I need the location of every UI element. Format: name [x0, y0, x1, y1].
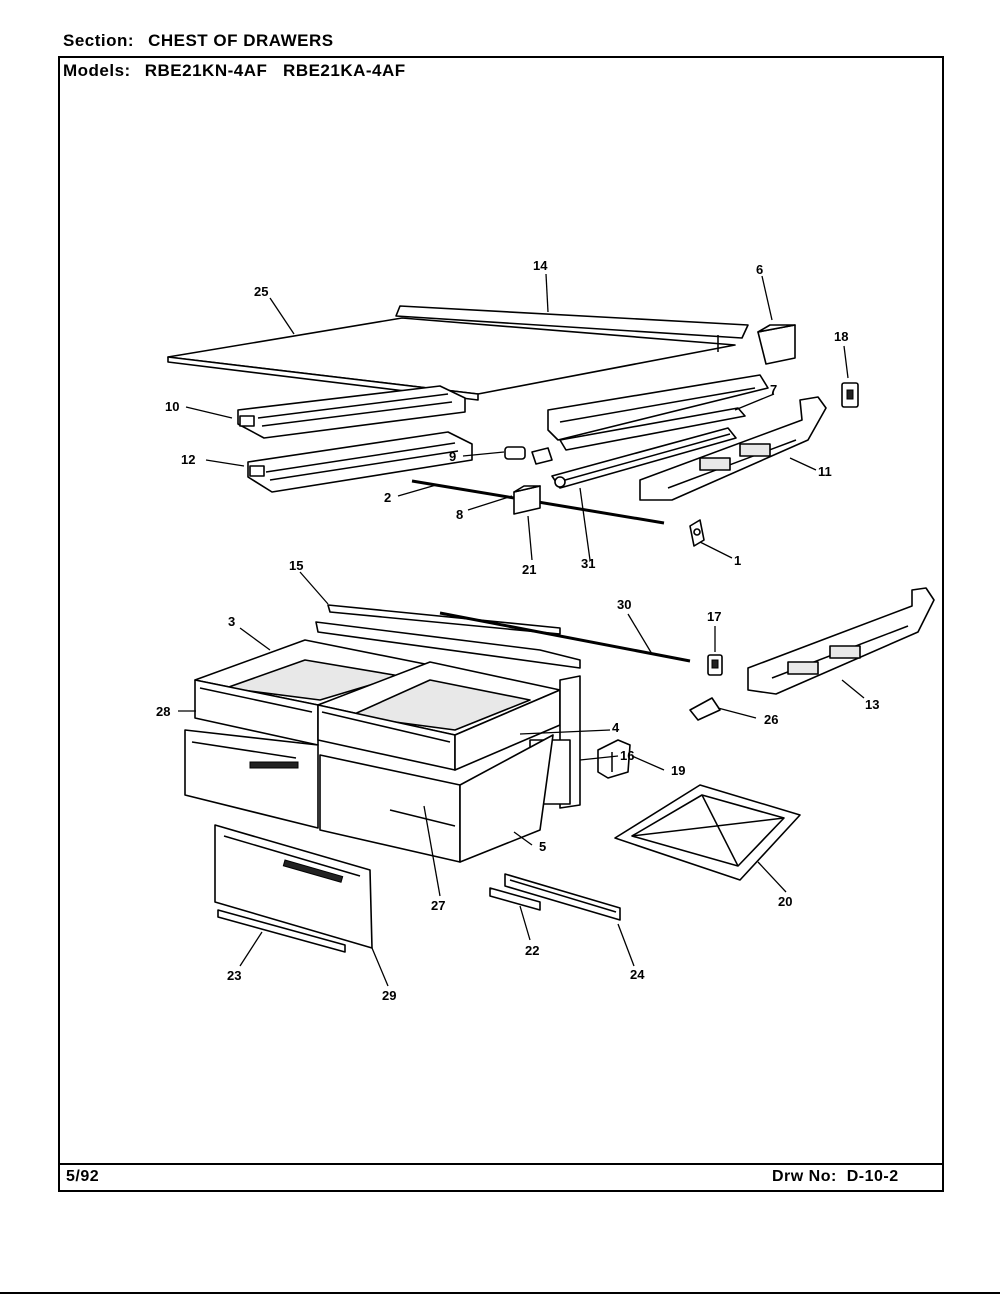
- callout-8: 8: [456, 507, 463, 522]
- part-13-lower-support: [747, 587, 935, 695]
- part-1-clip: [689, 519, 705, 547]
- callout-9: 9: [449, 449, 456, 464]
- callout-2: 2: [384, 490, 391, 505]
- part-9-clip: [504, 446, 553, 465]
- callout-28: 28: [156, 704, 170, 719]
- callout-6: 6: [756, 262, 763, 277]
- callout-10: 10: [165, 399, 179, 414]
- callout-29: 29: [382, 988, 396, 1003]
- models-value: RBE21KN-4AF RBE21KA-4AF: [144, 61, 406, 80]
- part-20-tray-frame: [614, 784, 801, 881]
- part-30-rod: [439, 611, 691, 663]
- callout-5: 5: [539, 839, 546, 854]
- callout-31: 31: [581, 556, 595, 571]
- callout-19: 19: [671, 763, 685, 778]
- callout-23: 23: [227, 968, 241, 983]
- part-7-rail: [559, 407, 746, 451]
- callout-7: 7: [770, 382, 777, 397]
- part-4-right-upper-drawer: [317, 661, 561, 771]
- part-25-glass-shelf: [167, 317, 736, 401]
- models-header: Models: RBE21KN-4AF RBE21KA-4AF: [63, 61, 406, 81]
- callout-3: 3: [228, 614, 235, 629]
- callout-16: 16: [620, 748, 634, 763]
- callout-25: 25: [254, 284, 268, 299]
- callout-27: 27: [431, 898, 445, 913]
- callout-11: 11: [818, 464, 832, 479]
- part-24-slide: [504, 873, 621, 921]
- part-19-bin-holder: [597, 739, 631, 779]
- part-21-block: [513, 485, 541, 515]
- callout-20: 20: [778, 894, 792, 909]
- section-header: Section: CHEST OF DRAWERS: [63, 31, 334, 51]
- right-shelf-rail: [547, 374, 769, 441]
- callout-21: 21: [522, 562, 536, 577]
- part-11-right-support: [639, 396, 827, 501]
- lower-left-drawer: [184, 729, 319, 829]
- part-29-front-panel: [214, 824, 373, 949]
- callout-22: 22: [525, 943, 539, 958]
- footer-divider: [60, 1163, 942, 1165]
- footer-date: 5/92: [66, 1168, 100, 1185]
- drawing-frame: [58, 56, 944, 1192]
- callout-4: 4: [612, 720, 620, 735]
- callout-14: 14: [533, 258, 548, 273]
- part-16-housing-frame: [529, 675, 581, 809]
- models-label: Models:: [63, 61, 131, 80]
- section-value: CHEST OF DRAWERS: [148, 31, 334, 50]
- part-17-clip: [707, 654, 723, 676]
- page-bottom-rule: [0, 1292, 1000, 1294]
- part-3-left-upper-drawer: [194, 639, 431, 746]
- part-23-bottom-trim: [217, 909, 346, 953]
- part-22-strip: [489, 887, 541, 911]
- callout-15: 15: [289, 558, 303, 573]
- part-12-lower-left-rail: [247, 431, 473, 493]
- callout-1: 1: [734, 553, 741, 568]
- leader-lines: [178, 273, 865, 987]
- part-5-lower-right-drawer: [319, 734, 554, 863]
- callout-18: 18: [834, 329, 848, 344]
- part-18-clip: [841, 382, 859, 408]
- callout-24: 24: [630, 967, 645, 982]
- section-label: Section:: [63, 31, 135, 50]
- callout-17: 17: [707, 609, 721, 624]
- part-14-rear-trim: [395, 305, 749, 352]
- part-26-clip: [689, 697, 721, 721]
- callout-26: 26: [764, 712, 778, 727]
- callout-12: 12: [181, 452, 195, 467]
- callout-30: 30: [617, 597, 631, 612]
- part-6-corner-bracket: [757, 324, 796, 365]
- part-31-slide-track: [551, 427, 737, 489]
- part-10-left-rail: [237, 385, 466, 439]
- callout-13: 13: [865, 697, 879, 712]
- footer-drawing-number: Drw No: D-10-2: [772, 1168, 899, 1185]
